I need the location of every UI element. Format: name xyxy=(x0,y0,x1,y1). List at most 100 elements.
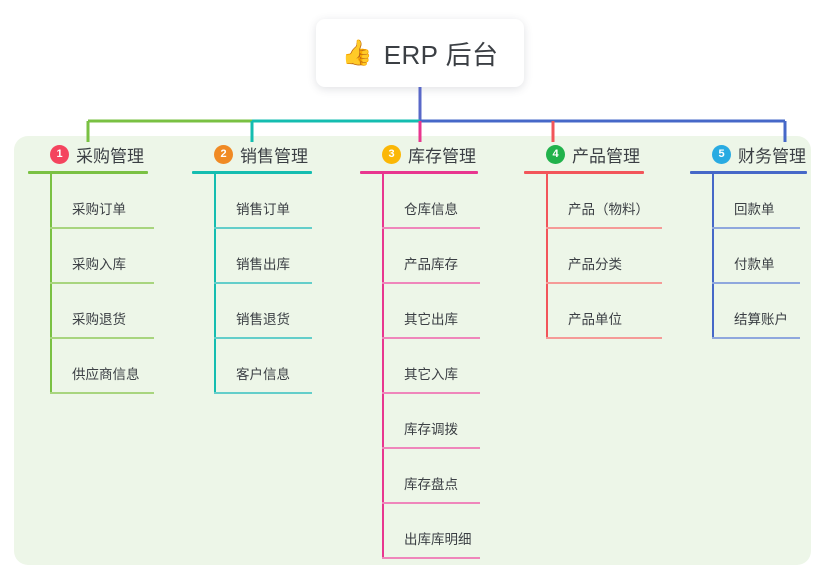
branch-spine xyxy=(546,174,548,339)
branch-column-2: 2 销售管理销售订单销售出库销售退货客户信息 xyxy=(192,142,312,394)
branch-item-label: 采购订单 xyxy=(72,202,126,217)
branch-underline xyxy=(360,171,478,174)
branch-item-underline xyxy=(50,337,154,339)
branch-number-badge: 2 xyxy=(214,144,233,164)
branch-spine xyxy=(214,174,216,394)
branch-title: 财务管理 xyxy=(738,146,806,166)
branch-item-underline xyxy=(546,227,662,229)
branch-title: 产品管理 xyxy=(572,146,640,166)
branch-item-label: 其它入库 xyxy=(404,367,458,382)
branch-items-list: 回款单付款单结算账户 xyxy=(712,174,807,339)
branch-item-underline xyxy=(712,282,800,284)
branch-items-list: 仓库信息产品库存其它出库其它入库库存调拨库存盘点出库库明细 xyxy=(382,174,480,559)
branch-spine xyxy=(50,174,52,394)
branch-header-2[interactable]: 2 销售管理 xyxy=(192,142,312,166)
branch-item[interactable]: 库存盘点 xyxy=(382,449,480,504)
branch-item-underline xyxy=(382,557,480,559)
branch-item[interactable]: 其它入库 xyxy=(382,339,480,394)
branch-item-label: 供应商信息 xyxy=(72,367,140,382)
branch-item-label: 库存盘点 xyxy=(404,477,458,492)
branch-underline xyxy=(28,171,148,174)
branch-items-list: 产品（物料） 产品分类产品单位 xyxy=(546,174,662,339)
branch-item[interactable]: 销售订单 xyxy=(214,174,312,229)
branch-item[interactable]: 产品分类 xyxy=(546,229,662,284)
branch-item[interactable]: 供应商信息 xyxy=(50,339,154,394)
branch-spine xyxy=(382,174,384,559)
branch-item-label: 其它出库 xyxy=(404,312,458,327)
branch-item[interactable]: 采购订单 xyxy=(50,174,154,229)
branch-item-underline xyxy=(382,392,480,394)
branch-items-list: 采购订单采购入库采购退货供应商信息 xyxy=(50,174,154,394)
branch-column-4: 4 产品管理产品（物料） 产品分类产品单位 xyxy=(524,142,662,339)
branch-item-label: 采购入库 xyxy=(72,257,126,272)
branch-number-badge: 1 xyxy=(50,144,69,164)
branch-item-label: 产品分类 xyxy=(568,257,622,272)
branch-item-label: 出库库明细 xyxy=(404,532,472,547)
branch-item-label: 产品单位 xyxy=(568,312,622,327)
branch-item[interactable]: 付款单 xyxy=(712,229,807,284)
thumbs-up-icon: 👍 xyxy=(341,38,373,67)
branch-item-underline xyxy=(546,282,662,284)
branch-item[interactable]: 产品库存 xyxy=(382,229,480,284)
branch-item-underline xyxy=(50,282,154,284)
branch-item-underline xyxy=(382,502,480,504)
branch-item[interactable]: 出库库明细 xyxy=(382,504,480,559)
branch-item-label: 结算账户 xyxy=(734,312,788,327)
branch-item-label: 回款单 xyxy=(734,202,775,217)
branch-item-label: 销售出库 xyxy=(236,257,290,272)
branch-item-label: 销售退货 xyxy=(236,312,290,327)
branch-header-4[interactable]: 4 产品管理 xyxy=(524,142,644,166)
branch-item-underline xyxy=(214,337,312,339)
branch-item[interactable]: 采购入库 xyxy=(50,229,154,284)
branch-title: 采购管理 xyxy=(76,146,144,166)
root-node[interactable]: 👍 ERP 后台 xyxy=(316,19,524,87)
branch-column-1: 1 采购管理采购订单采购入库采购退货供应商信息 xyxy=(28,142,154,394)
branch-item[interactable]: 回款单 xyxy=(712,174,807,229)
branch-item-label: 产品（物料） xyxy=(568,202,649,217)
branch-item[interactable]: 产品（物料） xyxy=(546,174,662,229)
branch-item-underline xyxy=(712,337,800,339)
branch-item-underline xyxy=(382,337,480,339)
branch-item-underline xyxy=(382,282,480,284)
branch-underline xyxy=(192,171,312,174)
branch-item-underline xyxy=(214,282,312,284)
branch-title: 库存管理 xyxy=(408,146,476,166)
branch-title: 销售管理 xyxy=(240,146,308,166)
branch-header-1[interactable]: 1 采购管理 xyxy=(28,142,148,166)
branch-item-underline xyxy=(546,337,662,339)
branch-header-3[interactable]: 3 库存管理 xyxy=(360,142,478,166)
branch-item-label: 销售订单 xyxy=(236,202,290,217)
branch-item-underline xyxy=(382,447,480,449)
branch-item[interactable]: 产品单位 xyxy=(546,284,662,339)
branch-item-label: 库存调拨 xyxy=(404,422,458,437)
diagram-panel xyxy=(14,136,811,565)
branch-underline xyxy=(524,171,644,174)
branch-number-badge: 4 xyxy=(546,144,565,164)
branch-item-label: 客户信息 xyxy=(236,367,290,382)
branch-item-label: 采购退货 xyxy=(72,312,126,327)
branch-header-5[interactable]: 5 财务管理 xyxy=(690,142,807,166)
branch-number-badge: 3 xyxy=(382,144,401,164)
branch-item-underline xyxy=(50,392,154,394)
branch-item[interactable]: 其它出库 xyxy=(382,284,480,339)
branch-item-label: 产品库存 xyxy=(404,257,458,272)
branch-number-badge: 5 xyxy=(712,144,731,164)
branch-item-underline xyxy=(50,227,154,229)
root-title: ERP 后台 xyxy=(383,39,499,70)
branch-underline xyxy=(690,171,807,174)
branch-item-label: 仓库信息 xyxy=(404,202,458,217)
branch-item-underline xyxy=(712,227,800,229)
branch-item[interactable]: 结算账户 xyxy=(712,284,807,339)
branch-column-3: 3 库存管理仓库信息产品库存其它出库其它入库库存调拨库存盘点出库库明细 xyxy=(360,142,480,559)
branch-item[interactable]: 销售出库 xyxy=(214,229,312,284)
branch-items-list: 销售订单销售出库销售退货客户信息 xyxy=(214,174,312,394)
branch-item[interactable]: 销售退货 xyxy=(214,284,312,339)
branch-item[interactable]: 库存调拨 xyxy=(382,394,480,449)
branch-item-underline xyxy=(214,392,312,394)
branch-item[interactable]: 采购退货 xyxy=(50,284,154,339)
branch-item-underline xyxy=(214,227,312,229)
branch-item-label: 付款单 xyxy=(734,257,775,272)
branch-item-underline xyxy=(382,227,480,229)
branch-item[interactable]: 客户信息 xyxy=(214,339,312,394)
branch-item[interactable]: 仓库信息 xyxy=(382,174,480,229)
